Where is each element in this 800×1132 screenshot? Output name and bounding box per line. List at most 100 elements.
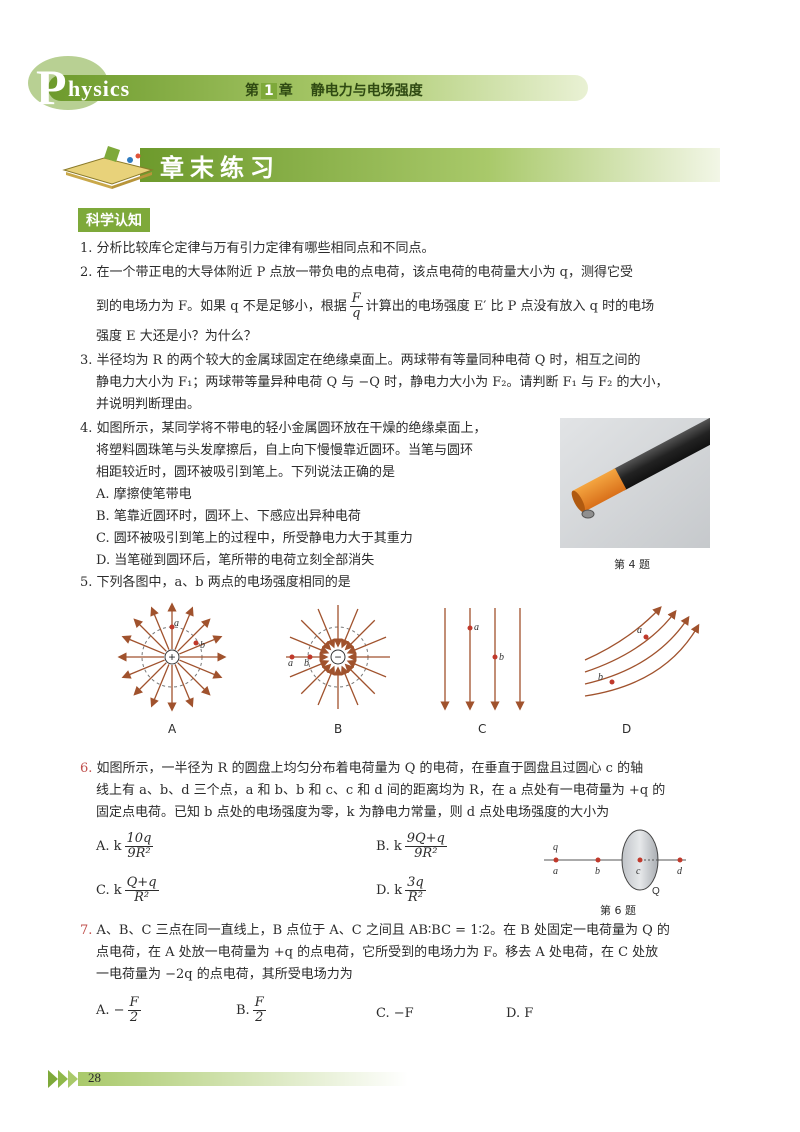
- question-7-line-2: 点电荷，在 A 处放一电荷量为 +q 的点电荷，它所受到的电场力为 F。移去 A…: [96, 945, 659, 960]
- header-band: [28, 56, 588, 110]
- question-6-number: 6.: [80, 761, 93, 776]
- question-5-figures: a b a b a b a b + −: [117, 602, 700, 712]
- denominator: 2: [255, 1010, 264, 1025]
- fig-b-field-line: [289, 636, 330, 655]
- fig-a-field-line: [150, 606, 170, 650]
- field-point: [193, 640, 199, 646]
- fig-b-field-line: [346, 659, 387, 678]
- option-prefix: C. k: [96, 883, 122, 898]
- option-prefix: A. k: [96, 839, 122, 854]
- fig-a-plus-sign: +: [168, 650, 175, 664]
- fig-b-field-line: [340, 665, 359, 706]
- question-4-line-1: 4. 如图所示，某同学将不带电的轻小金属圆环放在干燥的绝缘桌面上，: [80, 421, 487, 436]
- denominator: 2: [129, 1010, 139, 1025]
- pen-ring-photo: [560, 418, 710, 548]
- fig-b-charge: [330, 649, 346, 665]
- numerator: 9Q+q: [404, 831, 447, 847]
- chapter-number: 1: [261, 83, 277, 99]
- figure-label-b: B: [334, 722, 343, 736]
- fig6-label-c: c: [636, 866, 641, 877]
- question-7-option-d: D. F: [506, 1006, 534, 1021]
- question-4-line-2: 将塑料圆珠笔与头发摩擦后，自上向下慢慢靠近圆环。当笔与圆环: [96, 443, 474, 458]
- fig-c-point-a: a: [474, 622, 479, 633]
- field-point: [289, 654, 295, 660]
- option-prefix: A. −: [96, 1003, 125, 1018]
- fig-a-field-line: [150, 664, 170, 708]
- section-banner: [62, 146, 720, 189]
- question-6-line-1: 6. 如图所示，一半径为 R 的圆盘上均匀分布着电荷量为 Q 的电荷，在垂直于圆…: [80, 760, 643, 778]
- fig-b-field-line: [344, 663, 376, 695]
- fig6-label-a: a: [553, 866, 558, 877]
- fig-a-field-line: [177, 618, 211, 652]
- book-icon: [62, 146, 154, 189]
- fig-a-field-line: [174, 664, 194, 708]
- field-point: [169, 624, 175, 630]
- question-7-line-1: 7. A、B、C 三点在同一直线上，B 点位于 A、C 之间且 AB∶BC = …: [80, 922, 670, 940]
- field-point: [307, 654, 313, 660]
- figure-label-d: D: [622, 722, 632, 736]
- question-2-line-3: 强度 E 大还是小？为什么？: [96, 329, 257, 344]
- fig6-label-q: q: [553, 842, 558, 853]
- question-7-number: 7.: [80, 923, 93, 938]
- fig-a-field-line: [133, 662, 167, 696]
- numerator: 10q: [124, 831, 154, 847]
- denominator: 9R²: [127, 846, 151, 861]
- fig-b-minus-sign: −: [334, 650, 341, 664]
- figure-6-caption: 第 6 题: [600, 904, 636, 917]
- question-4-option-b: B. 笔靠近圆环时，圆环上、下感应出异种电荷: [96, 509, 361, 524]
- figure-a-positive-charge: [117, 602, 227, 712]
- figure-b-negative-charge: [286, 605, 390, 709]
- fig-a-field-line: [121, 635, 165, 655]
- numerator: 3q: [405, 875, 426, 891]
- fig-b-field-line: [300, 619, 332, 651]
- figure-d-curved-field: [584, 606, 700, 697]
- question-7-option-c: C. −F: [376, 1006, 414, 1021]
- numerator: F: [252, 995, 266, 1011]
- question-3-line-3: 并说明判断理由。: [96, 397, 201, 412]
- fig-b-field-line: [340, 608, 359, 649]
- numerator: F: [127, 995, 141, 1011]
- fig6-label-d: d: [677, 866, 683, 877]
- numerator: Q+q: [124, 875, 159, 891]
- fig-a-field-line: [177, 662, 211, 696]
- question-6-line-2: 线上有 a、b、d 三个点，a 和 b、b 和 c、c 和 d 间的距离均为 R…: [96, 783, 666, 798]
- fig-a-field-line: [133, 618, 167, 652]
- fig-a-point-b: b: [200, 640, 205, 651]
- section-label: 科学认知: [78, 208, 150, 232]
- question-4-option-d: D. 当笔碰到圆环后，笔所带的电荷立刻全部消失: [96, 553, 375, 568]
- fig6-label-Q: Q: [652, 886, 660, 897]
- question-2-line-2a: 到的电场力为 F。如果 q 不是足够小，根据: [96, 299, 347, 314]
- question-3-line-1: 3. 半径均为 R 的两个较大的金属球固定在绝缘桌面上。两球带有等量同种电荷 Q…: [80, 353, 641, 368]
- figure-c-uniform-field: [440, 608, 525, 711]
- question-7-line-3: 一电荷量为 −2q 的点电荷，其所受电场力为: [96, 967, 353, 982]
- page-number: 28: [88, 1070, 101, 1085]
- fig-b-point-a: a: [288, 658, 293, 669]
- option-prefix: B.: [236, 1003, 250, 1018]
- figure-4-caption: 第 4 题: [614, 558, 650, 571]
- denominator: 9R²: [414, 846, 438, 861]
- fig-d-point-b: b: [598, 672, 603, 683]
- chapter-title: 静电力与电场强度: [310, 83, 423, 99]
- fig-b-point-b: b: [304, 658, 309, 669]
- question-2-line-2b: 计算出的电场强度 E′ 比 P 点没有放入 q 时的电场: [365, 299, 655, 314]
- question-3-line-2: 静电力大小为 F₁；两球带等量异种电荷 Q 与 −Q 时，静电力大小为 F₂。请…: [96, 375, 669, 390]
- fig-b-field-line: [344, 619, 376, 651]
- header-logo-word: hysics: [68, 76, 131, 101]
- fig-b-field-line: [317, 665, 336, 706]
- question-6-line-3: 固定点电荷。已知 b 点处的电场强度为零，k 为静电力常量，则 d 点处电场强度…: [96, 805, 610, 820]
- denominator: R²: [407, 890, 423, 905]
- chapter-prefix: 第: [245, 83, 259, 99]
- fig-b-field-line: [317, 608, 336, 649]
- fig-a-field-line: [179, 659, 223, 679]
